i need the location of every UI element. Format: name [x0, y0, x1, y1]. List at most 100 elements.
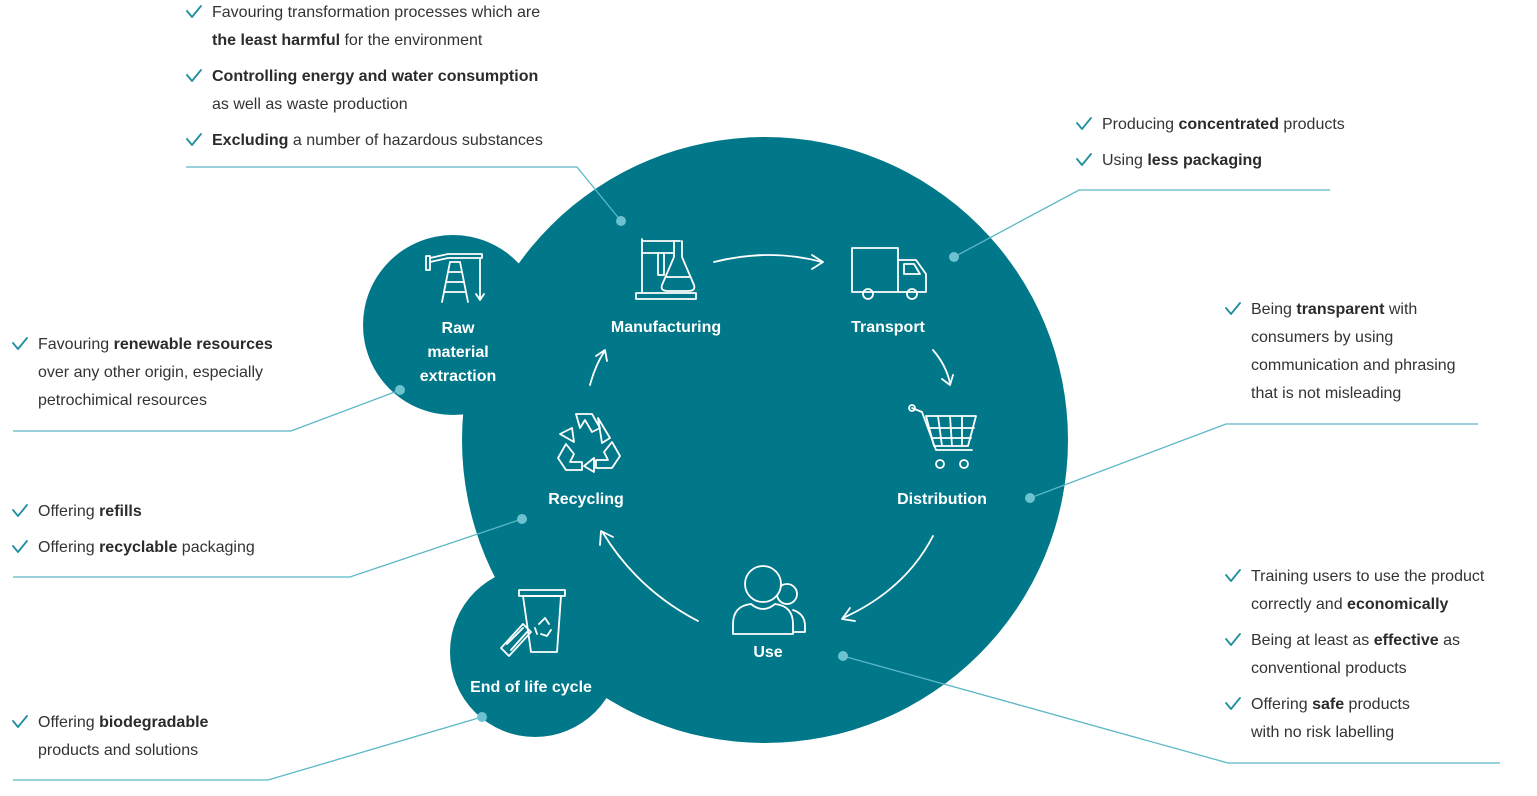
- check-icon: [186, 133, 202, 146]
- arrow-transport-to-distribution: [932, 349, 954, 386]
- recycle-bin-icon: [500, 589, 566, 657]
- cycle-arrows: [589, 254, 954, 622]
- note-item: Being transparent with consumers by using…: [1225, 296, 1456, 408]
- note-line: as well as waste production: [212, 91, 543, 119]
- leader-manufacturing: [186, 166, 622, 222]
- shopping-cart-icon: [908, 404, 977, 469]
- note-bold-text: transparent: [1296, 301, 1385, 318]
- recycle-icon: [557, 413, 621, 473]
- note-item: Favouring transformation processes which…: [186, 0, 543, 55]
- note-item: Producing concentrated products: [1076, 111, 1345, 139]
- note-bold-text: economically: [1347, 596, 1449, 613]
- note-text: with: [1384, 301, 1418, 318]
- dot-raw: [395, 385, 405, 395]
- leader-transport: [953, 189, 1330, 258]
- stage-label-manufacturing: Manufacturing: [611, 319, 721, 336]
- note-line: Offering safe products: [1251, 691, 1484, 719]
- note-line: Favouring transformation processes which…: [212, 0, 543, 27]
- note-distribution: Being transparent with consumers by using…: [1225, 296, 1456, 408]
- note-text: Offering: [38, 714, 100, 731]
- note-line: Using less packaging: [1102, 147, 1345, 175]
- stage-label-recycling: Recycling: [548, 491, 624, 508]
- note-line: Offering recyclable packaging: [38, 534, 255, 562]
- note-text: Favouring: [38, 336, 114, 353]
- note-bold-text: Controlling energy and water consumption: [212, 68, 539, 85]
- dot-transport: [949, 252, 959, 262]
- note-text: Training users to use the product: [1251, 568, 1485, 585]
- note-bold-text: safe: [1312, 696, 1345, 713]
- note-line: Excluding a number of hazardous substanc…: [212, 127, 543, 155]
- stage-label-use: Use: [753, 644, 782, 661]
- dot-distribution: [1025, 493, 1035, 503]
- check-icon: [1225, 302, 1241, 315]
- note-bold-text: Excluding: [212, 132, 289, 149]
- note-line: products and solutions: [38, 737, 208, 765]
- note-raw: Favouring renewable resources over any ot…: [12, 331, 273, 415]
- note-bold-text: biodegradable: [99, 714, 209, 731]
- main-circle: [462, 137, 1068, 743]
- stage-label-raw-2: material: [427, 344, 488, 361]
- note-text: over any other origin, especially: [38, 364, 264, 381]
- check-icon: [1225, 569, 1241, 582]
- note-line: Being at least as effective as: [1251, 627, 1484, 655]
- note-text: Offering: [1251, 696, 1313, 713]
- stage-label-raw-1: Raw: [442, 320, 475, 337]
- note-line: that is not misleading: [1251, 380, 1456, 408]
- note-text: as: [1438, 632, 1461, 649]
- note-text: Producing: [1102, 116, 1179, 133]
- stage-label-transport: Transport: [851, 319, 925, 336]
- note-text: packaging: [177, 539, 255, 556]
- check-icon: [1076, 117, 1092, 130]
- check-icon: [12, 504, 28, 517]
- leader-raw: [13, 389, 401, 432]
- note-bold-text: refills: [99, 503, 142, 520]
- check-icon: [1225, 633, 1241, 646]
- stage-labels: Raw material extraction Manufacturing Tr…: [420, 319, 987, 696]
- raw-material-bubble: [363, 235, 543, 415]
- note-text: products and solutions: [38, 742, 199, 759]
- dot-use: [838, 651, 848, 661]
- note-item: Offering refills: [12, 498, 255, 526]
- note-text: a number of hazardous substances: [288, 132, 543, 149]
- check-icon: [186, 69, 202, 82]
- check-icon: [12, 540, 28, 553]
- leader-dots: [395, 216, 1035, 722]
- note-item: Being at least as effective as convention…: [1225, 627, 1484, 683]
- note-item: Controlling energy and water consumption…: [186, 63, 543, 119]
- arrow-use-to-recycling: [599, 530, 699, 622]
- note-line: with no risk labelling: [1251, 719, 1484, 747]
- note-line: conventional products: [1251, 655, 1484, 683]
- arrow-manufacturing-to-transport: [713, 254, 824, 270]
- check-icon: [1076, 153, 1092, 166]
- note-text: as well as waste production: [212, 96, 408, 113]
- delivery-truck-icon: [851, 247, 927, 300]
- dot-recycling: [517, 514, 527, 524]
- note-text: conventional products: [1251, 660, 1407, 677]
- note-bold-text: less packaging: [1147, 152, 1263, 169]
- dot-end-of-life: [477, 712, 487, 722]
- note-line: Producing concentrated products: [1102, 111, 1345, 139]
- arrow-recycling-to-manufacturing: [589, 349, 608, 386]
- oil-pump-icon: [425, 253, 485, 303]
- note-line: consumers by using: [1251, 324, 1456, 352]
- leader-end-of-life: [13, 716, 483, 781]
- stage-label-end-of-life: End of life cycle: [470, 679, 592, 696]
- note-text: Being: [1251, 301, 1297, 318]
- note-bold-text: effective: [1373, 632, 1439, 649]
- note-line: over any other origin, especially: [38, 359, 273, 387]
- check-icon: [12, 715, 28, 728]
- note-item: Using less packaging: [1076, 147, 1345, 175]
- note-bold-text: renewable resources: [113, 336, 273, 353]
- note-text: Using: [1102, 152, 1148, 169]
- note-line: Offering refills: [38, 498, 255, 526]
- note-item: Favouring renewable resources over any ot…: [12, 331, 273, 415]
- note-text: petrochimical resources: [38, 392, 207, 409]
- note-text: for the environment: [340, 32, 483, 49]
- note-item: Excluding a number of hazardous substanc…: [186, 127, 543, 155]
- note-line: the least harmful for the environment: [212, 27, 543, 55]
